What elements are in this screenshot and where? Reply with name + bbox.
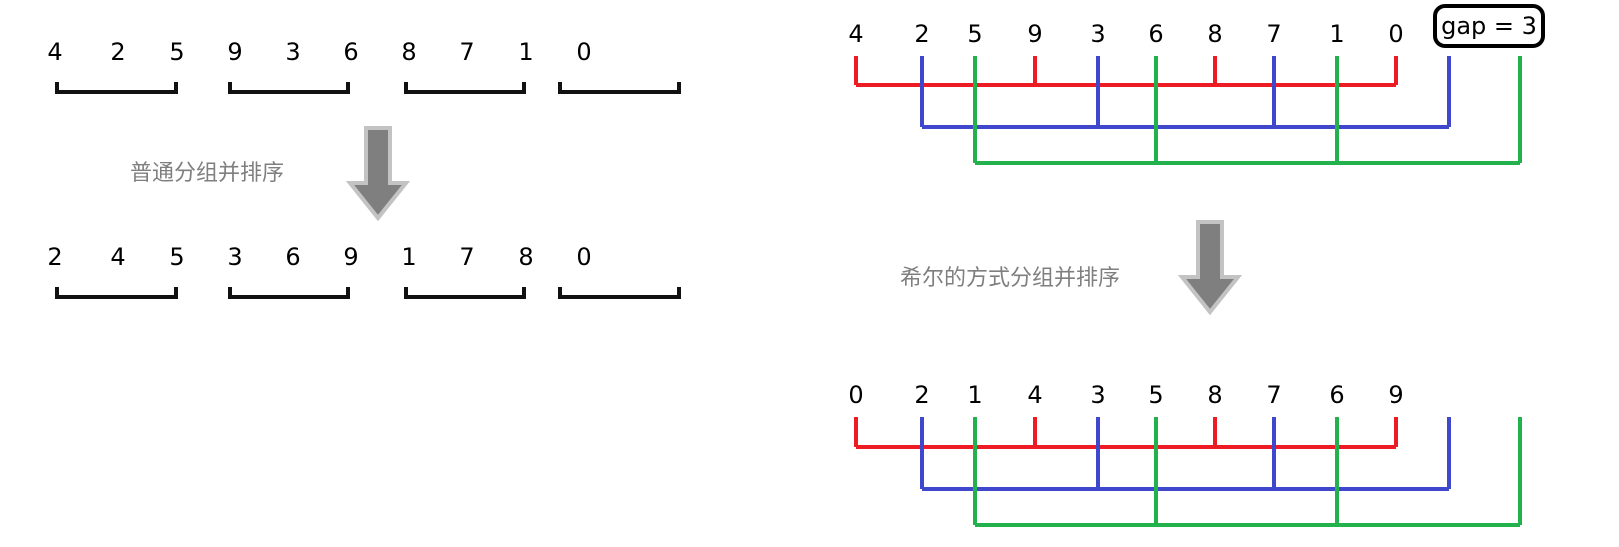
number-cell: 9 [343,243,359,271]
normal-group-caption: 普通分组并排序 [130,161,285,186]
shell-group-caption: 希尔的方式分组并排序 [900,266,1121,291]
number-cell: 5 [169,243,185,271]
number-cell: 5 [967,20,983,48]
group-bracket [228,287,350,299]
number-cell: 2 [110,38,126,66]
green-group-line [973,417,1522,527]
number-cell: 0 [1388,20,1404,48]
number-cell: 9 [227,38,243,66]
number-cell: 3 [227,243,243,271]
number-cell: 6 [343,38,359,66]
number-cell: 1 [967,381,983,409]
number-cell: 4 [47,38,63,66]
number-cell: 1 [1329,20,1345,48]
number-cell: 0 [576,243,592,271]
number-cell: 1 [401,243,417,271]
number-cell: 8 [518,243,534,271]
number-cell: 9 [1388,381,1404,409]
number-cell: 7 [459,243,475,271]
blue-group-line [920,56,1451,129]
red-group-line [854,417,1398,449]
down-arrow-icon [1177,220,1243,316]
number-cell: 5 [1148,381,1164,409]
number-cell: 0 [576,38,592,66]
number-cell: 2 [914,20,930,48]
group-bracket [55,287,178,299]
group-bracket [404,82,526,94]
blue-group-line [920,417,1451,491]
number-cell: 4 [1027,381,1043,409]
number-cell: 7 [1266,20,1282,48]
number-cell: 7 [1266,381,1282,409]
green-group-line [973,56,1522,165]
number-cell: 1 [518,38,534,66]
number-cell: 6 [1329,381,1345,409]
number-cell: 2 [914,381,930,409]
number-cell: 3 [285,38,301,66]
group-bracket [558,82,681,94]
down-arrow-icon [345,126,411,222]
red-group-line [854,56,1398,87]
number-cell: 8 [401,38,417,66]
number-cell: 3 [1090,381,1106,409]
number-cell: 2 [47,243,63,271]
group-bracket [404,287,526,299]
number-cell: 7 [459,38,475,66]
group-bracket [55,82,178,94]
number-cell: 8 [1207,20,1223,48]
number-cell: 3 [1090,20,1106,48]
group-bracket [558,287,681,299]
number-cell: 9 [1027,20,1043,48]
number-cell: 6 [1148,20,1164,48]
number-cell: 4 [848,20,864,48]
number-cell: 6 [285,243,301,271]
number-cell: 4 [110,243,126,271]
gap-label: gap = 3 [1433,4,1545,48]
number-cell: 0 [848,381,864,409]
number-cell: 5 [169,38,185,66]
number-cell: 8 [1207,381,1223,409]
group-bracket [228,82,350,94]
